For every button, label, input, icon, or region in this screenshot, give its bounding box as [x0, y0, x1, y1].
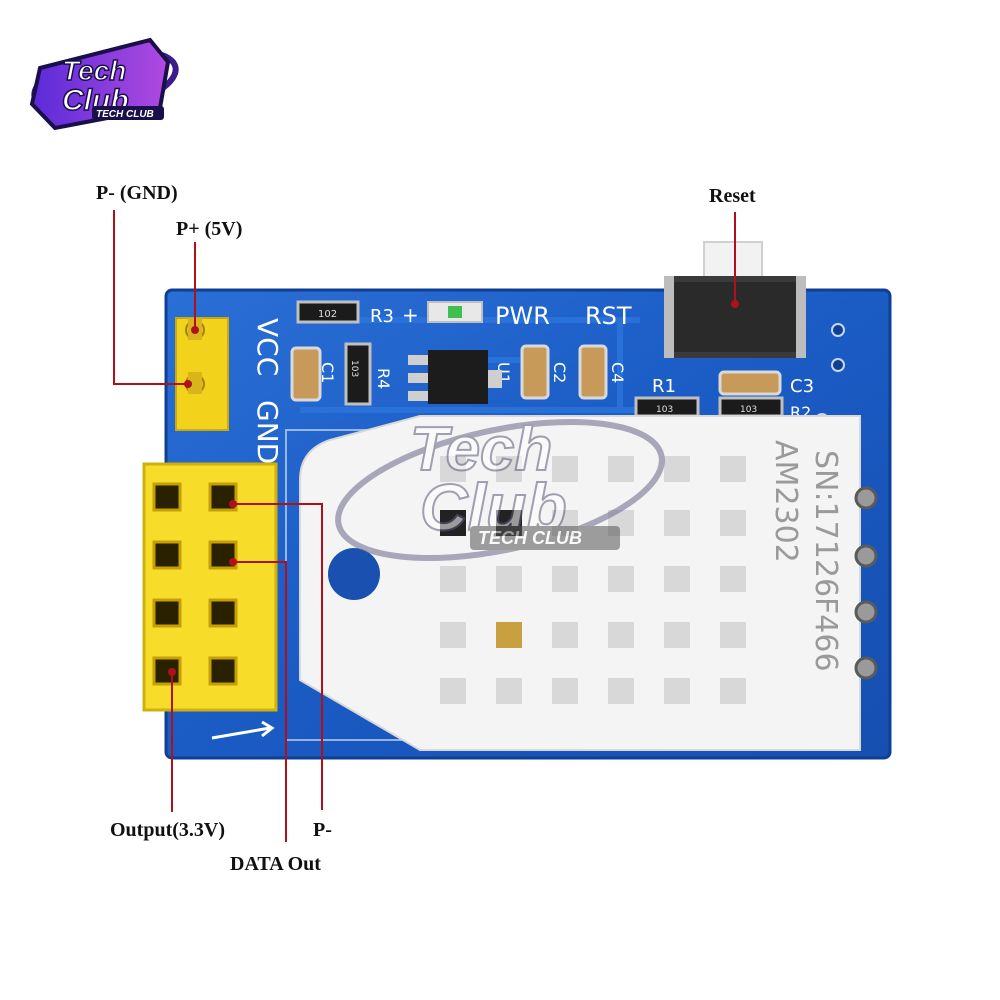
- smd-components: 102 103 103 103: [290, 300, 784, 418]
- sensor-model: AM2302: [768, 440, 803, 563]
- data-out-pointer-line: [233, 561, 287, 842]
- silk-c4: C4: [608, 362, 627, 383]
- am2302-sensor: AM2302 SN:17126F466: [299, 415, 878, 751]
- silk-r1: R1: [652, 376, 676, 397]
- silk-c3: C3: [790, 376, 814, 397]
- gnd-label: P- (GND): [96, 182, 178, 204]
- vcc-label: P+ (5V): [176, 218, 243, 240]
- silk-pwr: PWR: [495, 302, 550, 330]
- p-minus-label: P-: [313, 819, 332, 841]
- silk-r3: R3: [370, 306, 394, 327]
- silk-rst: RST: [585, 302, 632, 330]
- silk-c1: C1: [318, 362, 337, 383]
- silk-plus: +: [402, 303, 419, 327]
- watermark-line1: Tech: [410, 415, 552, 484]
- r1-code: 103: [656, 405, 673, 415]
- silk-r4: R4: [374, 368, 393, 389]
- watermark-sub: TECH CLUB: [478, 528, 582, 548]
- output-label: Output(3.3V): [110, 819, 226, 841]
- watermark-logo: Tech Club TECH CLUB: [335, 414, 665, 561]
- reset-label: Reset: [709, 185, 756, 207]
- callout-lines: [113, 210, 736, 842]
- power-pin-header: [175, 317, 229, 431]
- gnd-pointer-line: [113, 210, 188, 385]
- esp-socket-header: [142, 462, 278, 740]
- sensor-serial: SN:17126F466: [808, 450, 843, 672]
- silk-gnd: GND: [251, 400, 284, 464]
- callout-dots: [168, 300, 739, 676]
- r2-code: 103: [740, 405, 757, 415]
- logo-line1: Tech: [62, 55, 126, 86]
- silkscreen-labels: VCC GND R3 + PWR RST C1 R4 U1 C2 C4 R1 C…: [251, 302, 814, 464]
- r4-code: 103: [349, 360, 359, 377]
- data-out-label: DATA Out: [230, 853, 321, 875]
- silk-vcc: VCC: [251, 318, 284, 376]
- p-minus-pointer-line: [233, 503, 323, 810]
- silk-c2: C2: [550, 362, 569, 383]
- logo-sub: TECH CLUB: [96, 109, 154, 120]
- r3-code: 102: [318, 309, 337, 320]
- tech-club-logo: Tech Club TECH CLUB: [29, 37, 179, 131]
- reset-button[interactable]: [664, 241, 806, 358]
